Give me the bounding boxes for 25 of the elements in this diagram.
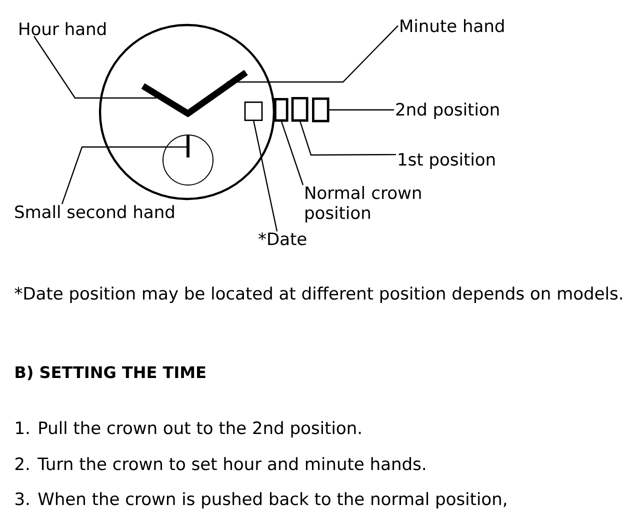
crown-position-box	[312, 98, 330, 122]
leader-line	[280, 120, 304, 186]
part-label: Minute hand	[400, 19, 504, 32]
watch-hand	[184, 70, 248, 118]
part-label: Normal crown position	[306, 186, 421, 222]
watch-hand	[186, 135, 190, 158]
leader-line	[226, 25, 398, 83]
section-heading: B) SETTING THE TIME	[16, 366, 206, 380]
leader-line	[252, 120, 278, 232]
part-label: 2nd position	[396, 102, 499, 120]
instruction-step: 1. Pull the crown out to the 2nd position.	[16, 421, 361, 438]
leader-line	[61, 146, 186, 204]
instruction-step: 3. When the crown is pushed back to the normal position,	[16, 492, 506, 509]
crown-position-box	[291, 97, 308, 122]
crown-position-box	[274, 98, 288, 122]
leader-line	[299, 120, 396, 156]
leader-line	[328, 109, 394, 110]
part-label: Small second hand	[15, 205, 174, 218]
leader-line	[34, 36, 156, 99]
date-window	[244, 102, 263, 121]
part-label: *Date	[258, 232, 306, 246]
part-label: Hour hand	[20, 22, 106, 36]
instruction-step: 2. Turn the crown to set hour and minute hands.	[15, 457, 425, 470]
footnote: *Date position may be located at different position depends on models.	[14, 286, 622, 304]
part-label: 1st position	[398, 152, 495, 170]
